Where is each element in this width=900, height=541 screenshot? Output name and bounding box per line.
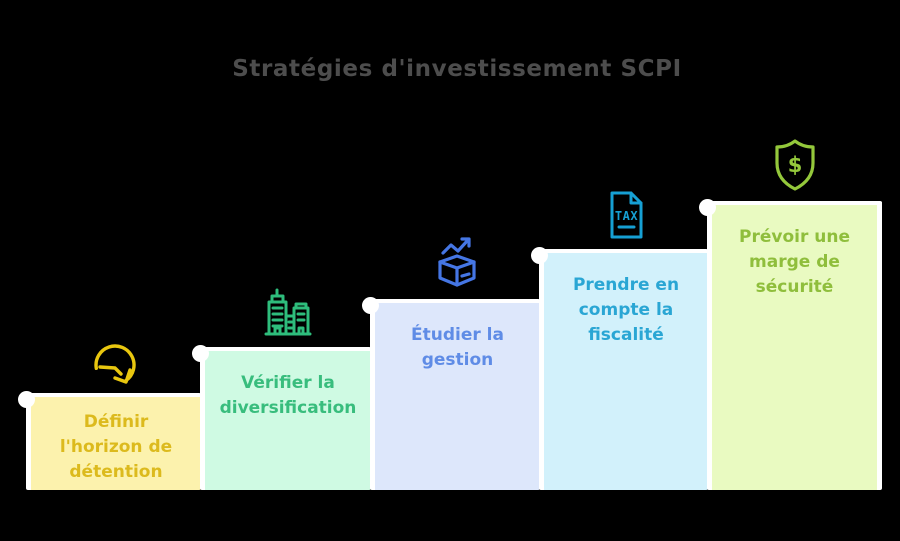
shield-dollar-icon: $ [771,138,819,192]
corner-cap [531,247,548,264]
clock-history-icon [90,338,142,396]
tax-document-icon: TAX [605,190,647,240]
corner-cap [18,391,35,408]
box-growth-icon [433,236,483,290]
svg-text:TAX: TAX [615,209,638,223]
corner-cap [362,297,379,314]
buildings-icon [262,286,314,338]
page-title: Stratégies d'investissement SCPI [232,56,682,82]
corner-cap [699,199,716,216]
corner-cap [192,345,209,362]
svg-text:$: $ [787,153,802,177]
